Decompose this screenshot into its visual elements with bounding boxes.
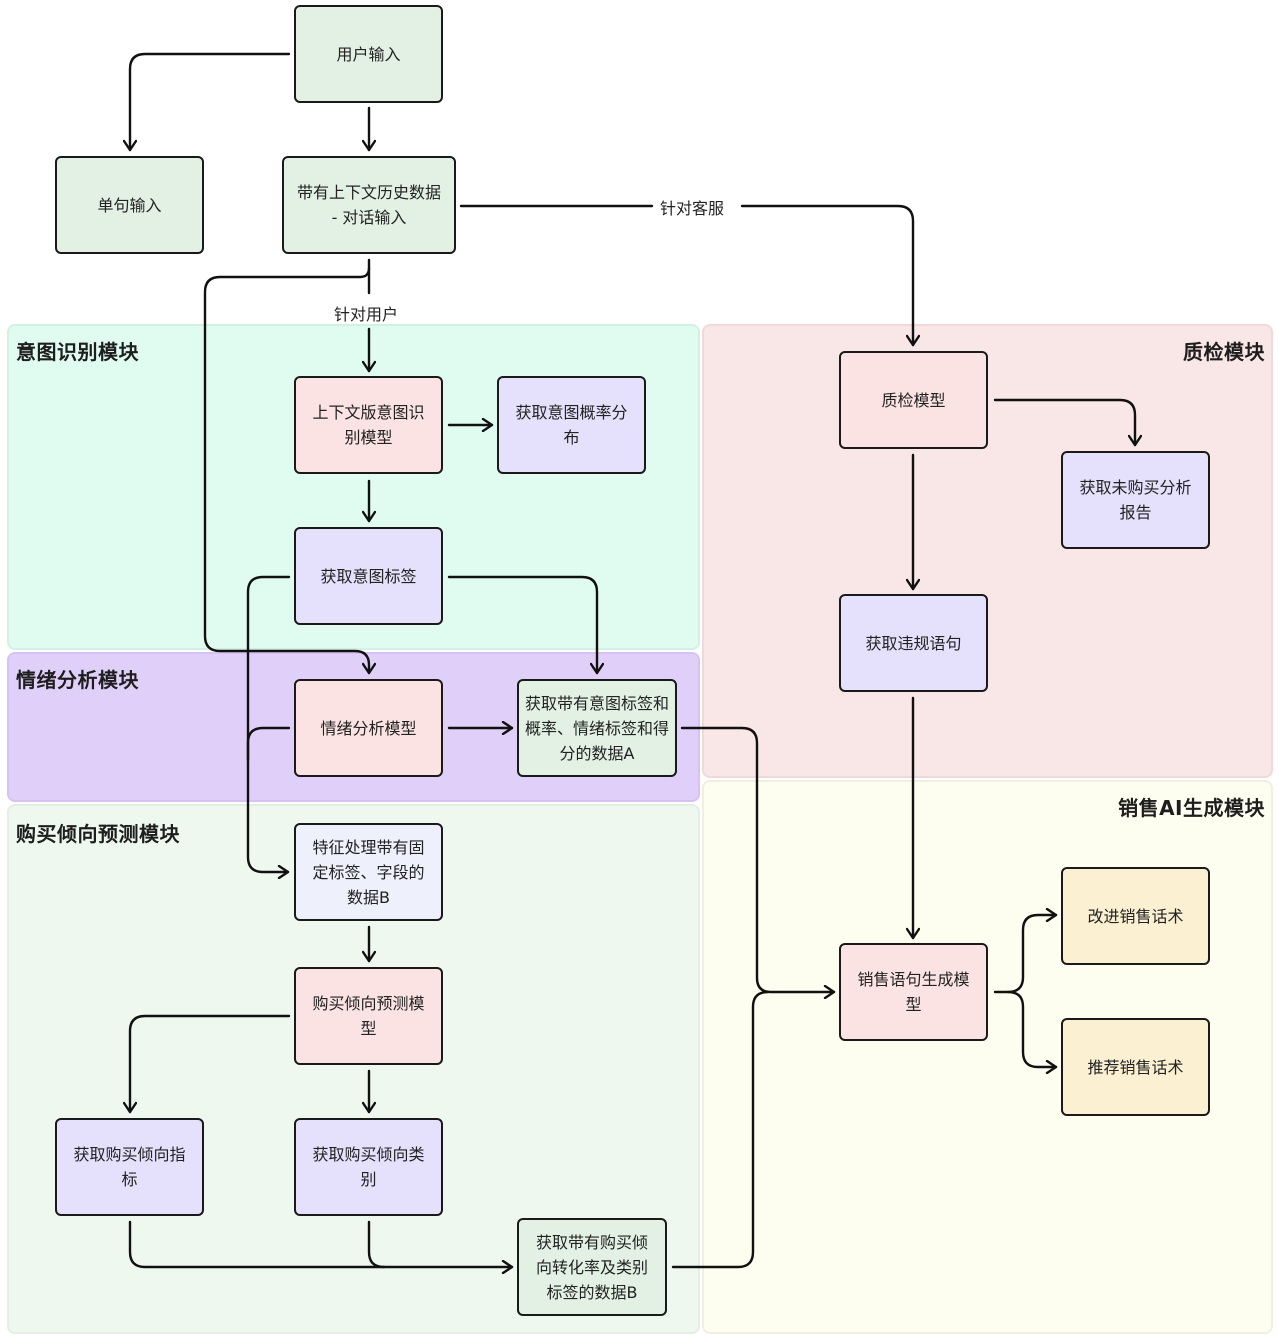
node-improve-script[interactable]: 改进销售话术 bbox=[1061, 867, 1210, 965]
group-title-emotion: 情绪分析模块 bbox=[16, 668, 139, 692]
node-qc-model[interactable]: 质检模型 bbox=[839, 351, 988, 449]
node-data-b[interactable]: 获取带有购买倾向转化率及类别标签的数据B bbox=[517, 1218, 667, 1316]
node-intent-label[interactable]: 获取意图标签 bbox=[294, 527, 443, 625]
group-title-intent: 意图识别模块 bbox=[16, 340, 139, 364]
node-purchase-category[interactable]: 获取购买倾向类别 bbox=[294, 1118, 443, 1216]
edge-label-for-user: 针对用户 bbox=[334, 305, 399, 324]
group-title-qc: 质检模块 bbox=[1183, 340, 1265, 364]
node-data-a[interactable]: 获取带有意图标签和概率、情绪标签和得分的数据A bbox=[517, 679, 677, 777]
group-title-purchase: 购买倾向预测模块 bbox=[16, 822, 180, 846]
node-sales-model[interactable]: 销售语句生成模型 bbox=[839, 943, 988, 1041]
node-recommend-script[interactable]: 推荐销售话术 bbox=[1061, 1018, 1210, 1116]
node-single-input[interactable]: 单句输入 bbox=[55, 156, 204, 254]
node-feature-b[interactable]: 特征处理带有固定标签、字段的数据B bbox=[294, 823, 443, 921]
node-purchase-index[interactable]: 获取购买倾向指标 bbox=[55, 1118, 204, 1216]
node-intent-prob[interactable]: 获取意图概率分布 bbox=[497, 376, 646, 474]
node-no-purchase-report[interactable]: 获取未购买分析报告 bbox=[1061, 451, 1210, 549]
group-title-sales: 销售AI生成模块 bbox=[1118, 796, 1265, 820]
edge-user-to-single bbox=[130, 52, 291, 152]
node-user-input[interactable]: 用户输入 bbox=[294, 5, 443, 103]
edge-label-for-service: 针对客服 bbox=[656, 195, 729, 219]
node-violation[interactable]: 获取违规语句 bbox=[839, 594, 988, 692]
node-purchase-model[interactable]: 购买倾向预测模型 bbox=[294, 967, 443, 1065]
node-emotion-model[interactable]: 情绪分析模型 bbox=[294, 679, 443, 777]
node-context-input[interactable]: 带有上下文历史数据 - 对话输入 bbox=[282, 156, 456, 254]
node-intent-model[interactable]: 上下文版意图识别模型 bbox=[294, 376, 443, 474]
